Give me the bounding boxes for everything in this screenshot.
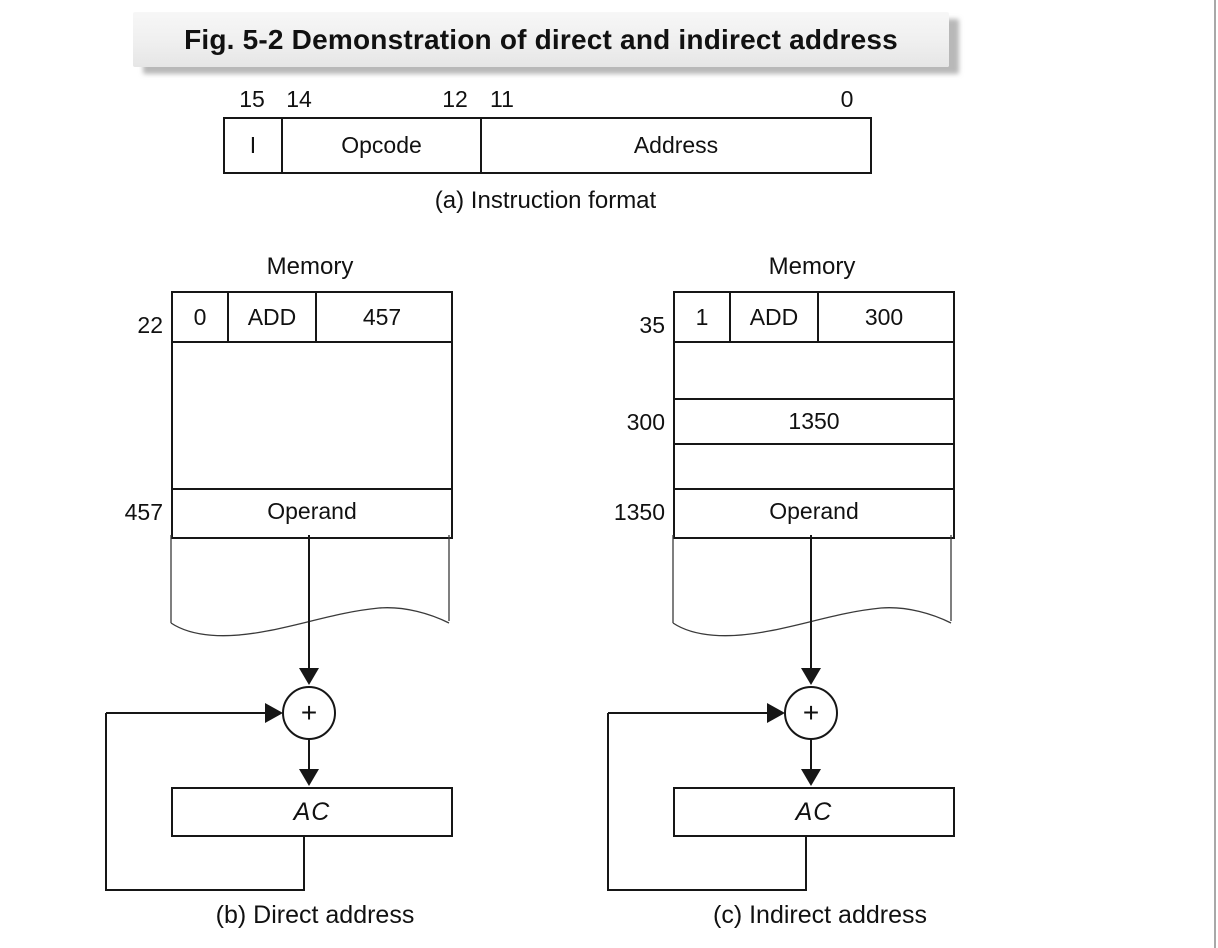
address-label-457: 457 [124, 499, 163, 525]
field-opcode: Opcode [281, 119, 482, 172]
bit-label-14: 14 [286, 86, 312, 112]
ac-feedback-loop [105, 713, 305, 891]
address-label-22: 22 [137, 312, 163, 338]
cell-divider [817, 293, 819, 341]
cell-divider [729, 293, 731, 341]
ac-label: AC [795, 797, 833, 826]
ac-feedback-loop [607, 713, 807, 891]
i-bit-value: 0 [193, 304, 207, 330]
i-bit-value: 1 [695, 304, 709, 330]
memory-label-indirect: Memory [768, 253, 856, 280]
caption-instruction-format: (a) Instruction format [434, 187, 657, 214]
opcode-value: ADD [247, 304, 297, 330]
ac-register-direct: AC [171, 787, 453, 837]
memory-row-line [173, 341, 451, 343]
arrowhead-down-icon [299, 769, 319, 786]
arrowhead-down-icon [801, 668, 821, 685]
figure-title-bar: Fig. 5-2 Demonstration of direct and ind… [133, 12, 949, 67]
opcode-value: ADD [749, 304, 799, 330]
memory-label-direct: Memory [266, 253, 354, 280]
operand-address-value: 300 [864, 304, 904, 330]
field-address: Address [633, 132, 719, 158]
bit-label-15: 15 [239, 86, 265, 112]
bit-label-0: 0 [840, 86, 854, 112]
caption-direct-address: (b) Direct address [215, 901, 415, 929]
field-i-bit: I [249, 132, 257, 158]
memory-row-line [675, 443, 953, 445]
memory-box-direct: 0 ADD 457 Operand [171, 291, 453, 539]
arrowhead-down-icon [299, 668, 319, 685]
address-label-1350: 1350 [613, 499, 665, 525]
caption-indirect-address: (c) Indirect address [713, 901, 927, 929]
memory-torn-wave [672, 607, 952, 637]
ac-register-indirect: AC [673, 787, 955, 837]
ac-label: AC [293, 797, 331, 826]
slide-right-edge [1214, 0, 1216, 948]
adder-plus-symbol: + [300, 697, 318, 728]
memory-row-line [675, 398, 953, 400]
operand-cell: Operand [769, 498, 859, 524]
memory-box-indirect: 1 ADD 300 1350 Operand [673, 291, 955, 539]
adder-plus-symbol: + [802, 697, 820, 728]
arrowhead-down-icon [801, 769, 821, 786]
bit-label-12: 12 [442, 86, 468, 112]
arrowhead-right-icon [265, 703, 283, 723]
operand-cell: Operand [267, 498, 357, 524]
arrowhead-right-icon [767, 703, 785, 723]
indirect-address-flow-graphic [607, 535, 952, 891]
direct-address-flow-graphic [105, 535, 450, 891]
pointer-cell: 1350 [788, 408, 840, 434]
instruction-format-box: I Opcode Address [223, 117, 872, 174]
memory-torn-wave [170, 607, 450, 637]
memory-row-line [675, 488, 953, 490]
memory-row-line [173, 488, 451, 490]
memory-row-line [675, 341, 953, 343]
cell-divider [315, 293, 317, 341]
operand-address-value: 457 [362, 304, 402, 330]
bit-label-11: 11 [490, 86, 514, 112]
cell-divider [227, 293, 229, 341]
address-label-300: 300 [626, 409, 665, 435]
figure-title: Fig. 5-2 Demonstration of direct and ind… [184, 23, 898, 55]
address-label-35: 35 [639, 312, 665, 338]
